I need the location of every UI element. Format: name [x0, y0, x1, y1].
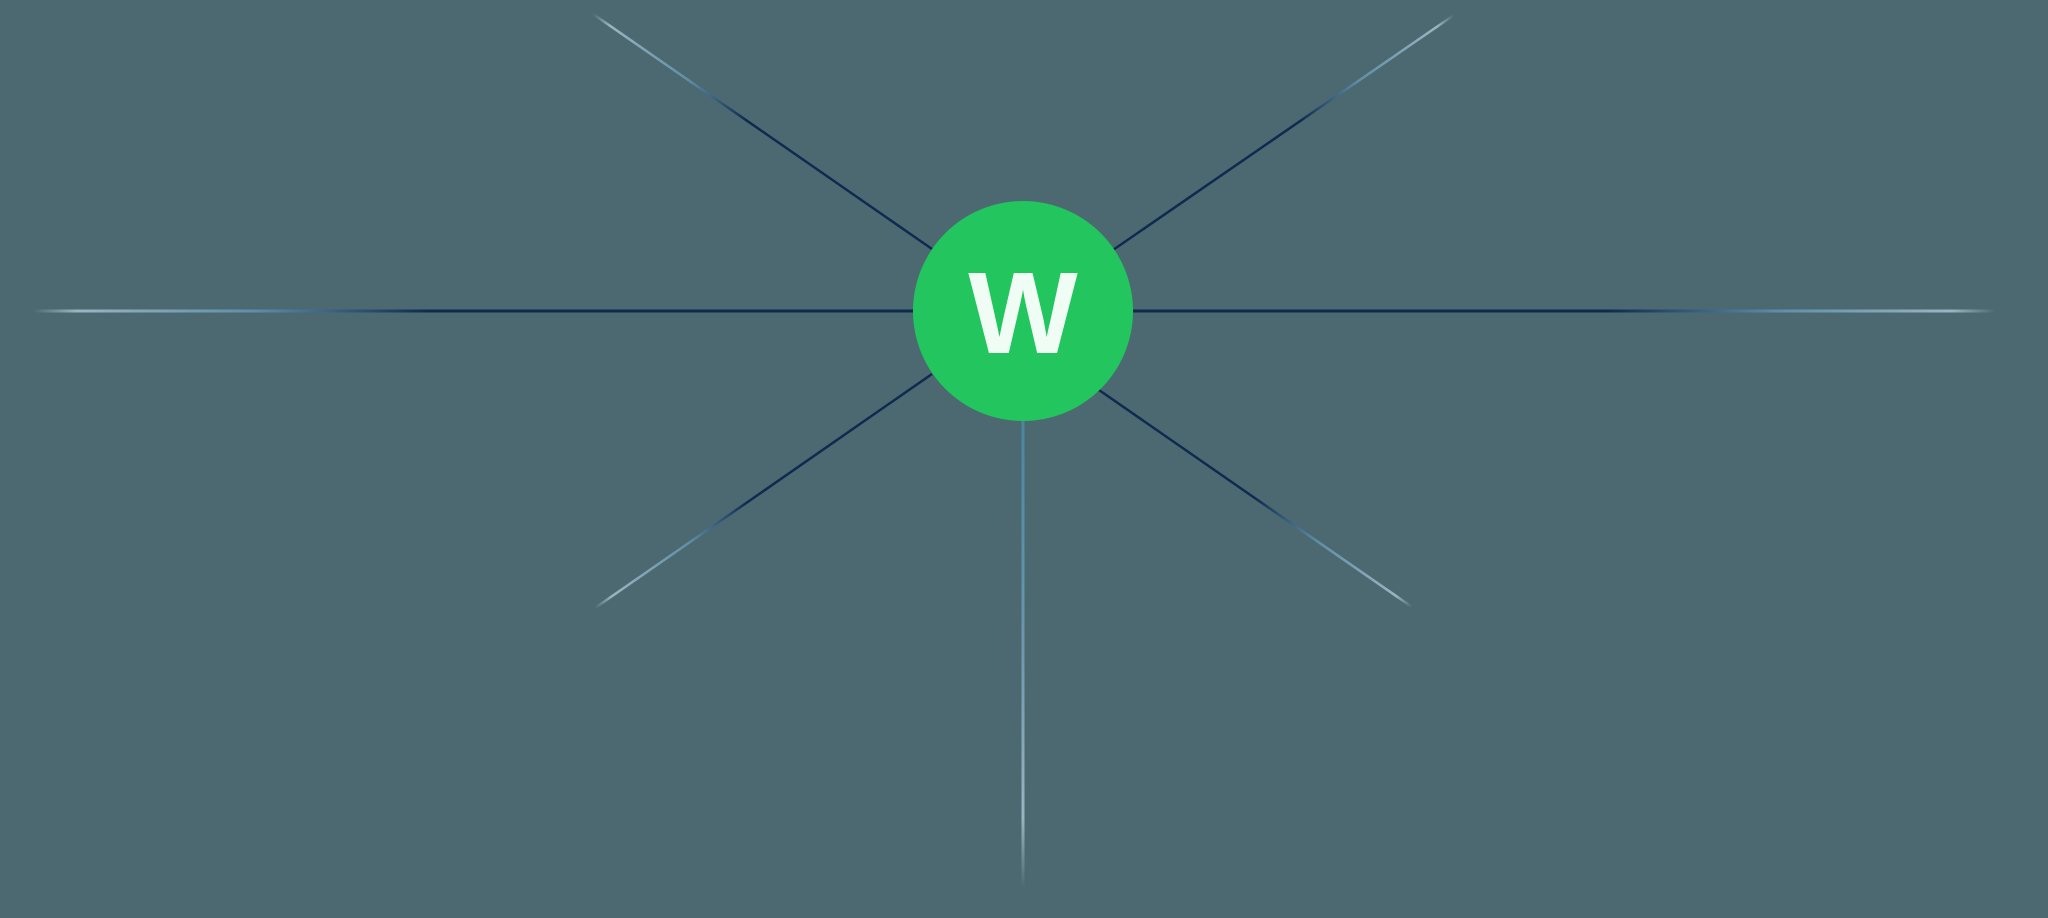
- spoke-bottom-right: [1098, 388, 1413, 609]
- spoke-top-right: [1112, 13, 1455, 252]
- spoke-top-left: [592, 12, 933, 251]
- hub-label: W: [968, 248, 1078, 378]
- hub-node[interactable]: W: [913, 201, 1133, 421]
- spoke-bottom-left: [594, 372, 933, 610]
